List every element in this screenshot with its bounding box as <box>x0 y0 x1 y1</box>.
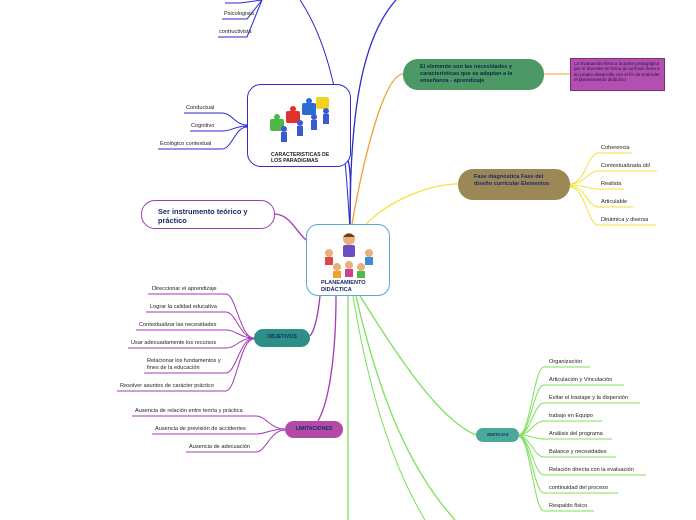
objetivo-item: Contextualizar las necesidades <box>139 322 217 328</box>
objetivo-item: Resolver asuntos de carácter práctico <box>120 383 214 389</box>
ventaja-item: trabajo en Equipo <box>549 413 593 419</box>
ventajas-label: VENTAJAS <box>486 432 509 437</box>
evaluacion-note-text: La Evaluación lleva a la parte pedagógic… <box>574 61 660 82</box>
limitacion-item: Ausencia de relación entre teoría y prác… <box>135 408 243 414</box>
central-topic[interactable]: PLANEAMIENTO DIDÁCTICA <box>306 224 390 296</box>
top-item-psicologista: Psicologista <box>224 11 254 17</box>
ser-instrumento-node[interactable]: Ser instrumento teórico y práctico <box>141 200 275 229</box>
limitacion-item: Ausencia de adecuación <box>189 444 250 450</box>
objetivos-label: OBJETIVOS <box>267 334 297 340</box>
top-item-contructivista: contructivista <box>219 29 252 35</box>
paradigm-item-conductual: Conductual <box>186 105 215 111</box>
fases-text: Fase diagnostica Fase del diseño curricu… <box>474 174 550 187</box>
paradigms-title: CARACTERISTICAS DE LOS PARADIGMAS <box>271 152 330 164</box>
paradigm-item-cognitivo: Cognitivo <box>191 123 215 129</box>
paradigms-node[interactable]: CARACTERISTICAS DE LOS PARADIGMAS <box>247 84 351 167</box>
ventaja-item: Evitar el traslape y la dispersión <box>549 395 628 401</box>
ventaja-item: continuidad del proceso <box>549 485 609 491</box>
puzzle-people-icon <box>270 97 329 142</box>
ventaja-item: Análisis del programa <box>549 431 603 437</box>
ventaja-item: Organización <box>549 359 582 365</box>
elemento-text: El elemento son las necesidades y caract… <box>420 64 513 84</box>
fases-node[interactable]: Fase diagnostica Fase del diseño curricu… <box>458 169 570 200</box>
ventaja-item: Articulación y Vinculación <box>549 377 613 383</box>
objetivo-item: Relacionar los fundamentos y fines de la… <box>147 358 221 371</box>
ventaja-item: Respaldo físico <box>549 503 588 509</box>
ventaja-item: Balance y necesidades <box>549 449 607 455</box>
limitaciones-label: LIMITACIONES <box>295 426 333 432</box>
central-title: PLANEAMIENTO DIDÁCTICA <box>321 280 366 293</box>
fase-item-realista: Realista <box>601 181 622 187</box>
ventaja-item: Relación directa con la evaluación <box>549 467 634 473</box>
limitacion-item: Ausencia de previsión de accidentes <box>155 426 246 432</box>
fase-item-contextualizada: Contextualizada útil <box>601 163 650 169</box>
evaluacion-note[interactable]: La Evaluación lleva a la parte pedagógic… <box>570 58 665 91</box>
fase-item-coherencia: Coherencia <box>601 145 630 151</box>
children-illustration-icon <box>325 233 373 278</box>
objetivo-item: Usar adecuadamente los recursos <box>131 340 217 346</box>
elemento-node[interactable]: El elemento son las necesidades y caract… <box>403 59 544 90</box>
fase-item-dinamica: Dinámica y diversa <box>601 217 649 223</box>
ventajas-node[interactable]: VENTAJAS <box>476 428 519 442</box>
objetivo-item: Direccionar el aprendizaje <box>152 286 217 292</box>
ser-instrumento-text: Ser instrumento teórico y práctico <box>158 207 248 225</box>
objetivos-node[interactable]: OBJETIVOS <box>254 329 310 347</box>
limitaciones-node[interactable]: LIMITACIONES <box>285 421 343 438</box>
paradigm-item-ecologico: Ecológico contextual <box>160 141 212 147</box>
fase-item-articulable: Articulable <box>601 199 628 205</box>
objetivo-item: Lograr la calidad educativa <box>150 304 217 310</box>
